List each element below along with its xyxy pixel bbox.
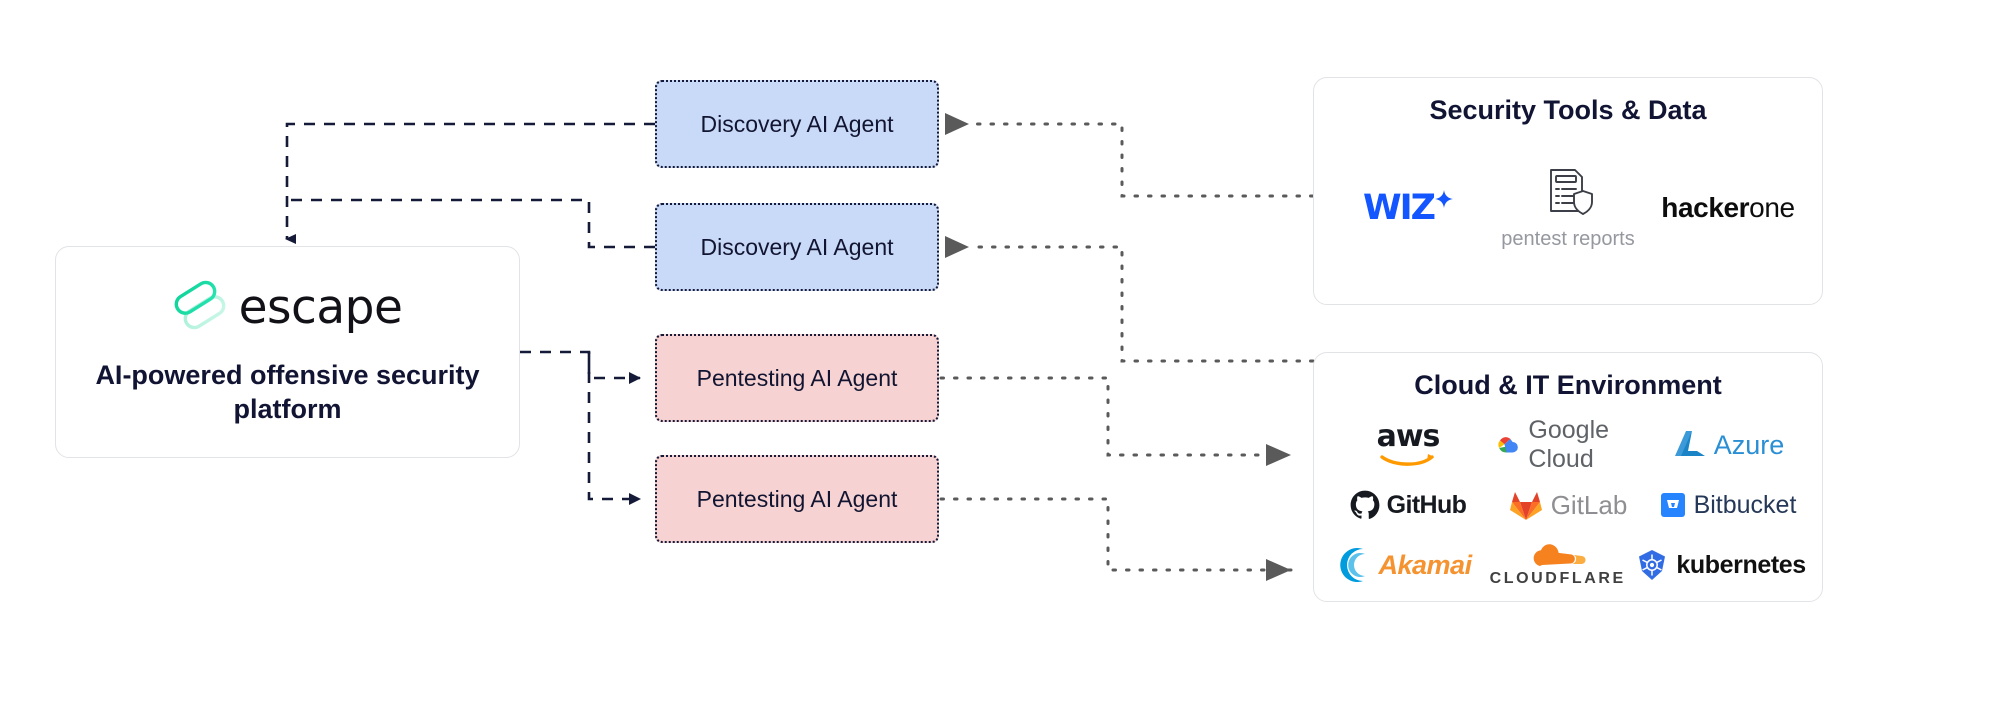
aws-logo-icon: aws — [1376, 418, 1441, 468]
wiz-wordmark: WIZ — [1362, 188, 1436, 228]
cloudflare-logo-icon: CLOUDFLARE — [1490, 542, 1626, 588]
github-logo-icon: GitHub — [1350, 490, 1467, 520]
cloud-logo-grid: aws Google Cloud — [1314, 415, 1822, 595]
panel-title-security: Security Tools & Data — [1429, 95, 1707, 125]
brand-lockup: escape — [173, 278, 403, 337]
wiz-logo-icon: WIZ — [1363, 188, 1453, 228]
platform-tagline: AI-powered offensive security platform — [95, 359, 480, 424]
platform-card: escape AI-powered offensive security pla… — [55, 246, 520, 458]
panel-security-tools: Security Tools & Data WIZ — [1313, 77, 1823, 305]
agent-box-pentesting-1[interactable]: Pentesting AI Agent — [655, 334, 939, 422]
hackerone-logo-icon: hackerone — [1661, 192, 1795, 224]
agent-label: Pentesting AI Agent — [696, 364, 898, 391]
panel-title-cloud: Cloud & IT Environment — [1414, 370, 1722, 400]
akamai-logo-icon: Akamai — [1338, 546, 1472, 584]
logo-cell-aws[interactable]: aws — [1334, 416, 1483, 474]
github-wordmark: GitHub — [1386, 490, 1467, 519]
brand-name: escape — [238, 279, 403, 335]
escape-pill-logo-icon — [173, 278, 227, 337]
logo-cell-kubernetes[interactable]: kubernetes — [1636, 536, 1806, 594]
azure-logo-icon: Azure — [1672, 429, 1785, 461]
logo-cell-azure[interactable]: Azure — [1654, 416, 1803, 474]
google-cloud-wordmark: Google Cloud — [1528, 416, 1610, 473]
kubernetes-wordmark: kubernetes — [1676, 550, 1806, 579]
kubernetes-logo-icon: kubernetes — [1636, 549, 1806, 581]
gitlab-wordmark: GitLab — [1550, 489, 1628, 520]
google-cloud-logo-icon: Google Cloud — [1494, 416, 1643, 474]
agent-box-pentesting-2[interactable]: Pentesting AI Agent — [655, 455, 939, 543]
logo-cell-wiz[interactable]: WIZ — [1334, 179, 1483, 237]
logo-cell-hackerone[interactable]: hackerone — [1654, 179, 1803, 237]
aws-wordmark: aws — [1376, 418, 1441, 454]
agent-label: Discovery AI Agent — [700, 233, 894, 260]
bitbucket-wordmark: Bitbucket — [1693, 490, 1797, 519]
azure-wordmark: Azure — [1713, 429, 1785, 460]
agent-box-discovery-2[interactable]: Discovery AI Agent — [655, 203, 939, 291]
logo-cell-bitbucket[interactable]: Bitbucket — [1654, 476, 1803, 534]
agent-box-discovery-1[interactable]: Discovery AI Agent — [655, 80, 939, 168]
gitlab-logo-icon: GitLab — [1509, 489, 1628, 521]
hackerone-light-part: one — [1749, 192, 1795, 223]
logo-cell-github[interactable]: GitHub — [1334, 476, 1483, 534]
pentest-reports-label: pentest reports — [1501, 227, 1635, 250]
agent-label: Discovery AI Agent — [700, 110, 894, 137]
panel-cloud-it-environment: Cloud & IT Environment aws — [1313, 352, 1823, 602]
agent-label: Pentesting AI Agent — [696, 485, 898, 512]
logo-cell-akamai[interactable]: Akamai — [1330, 536, 1479, 594]
akamai-wordmark: Akamai — [1378, 549, 1473, 580]
cloudflare-wordmark: CLOUDFLARE — [1489, 570, 1626, 587]
logo-cell-cloudflare[interactable]: CLOUDFLARE — [1483, 536, 1632, 594]
bitbucket-logo-icon: Bitbucket — [1660, 490, 1797, 520]
logo-cell-google-cloud[interactable]: Google Cloud — [1494, 416, 1643, 474]
logo-cell-gitlab[interactable]: GitLab — [1494, 476, 1643, 534]
pentest-report-document-icon — [1542, 166, 1594, 223]
logo-cell-pentest-reports[interactable]: pentest reports — [1494, 168, 1643, 250]
hackerone-bold-part: hacker — [1661, 192, 1750, 223]
security-logo-grid: WIZ — [1314, 148, 1822, 268]
